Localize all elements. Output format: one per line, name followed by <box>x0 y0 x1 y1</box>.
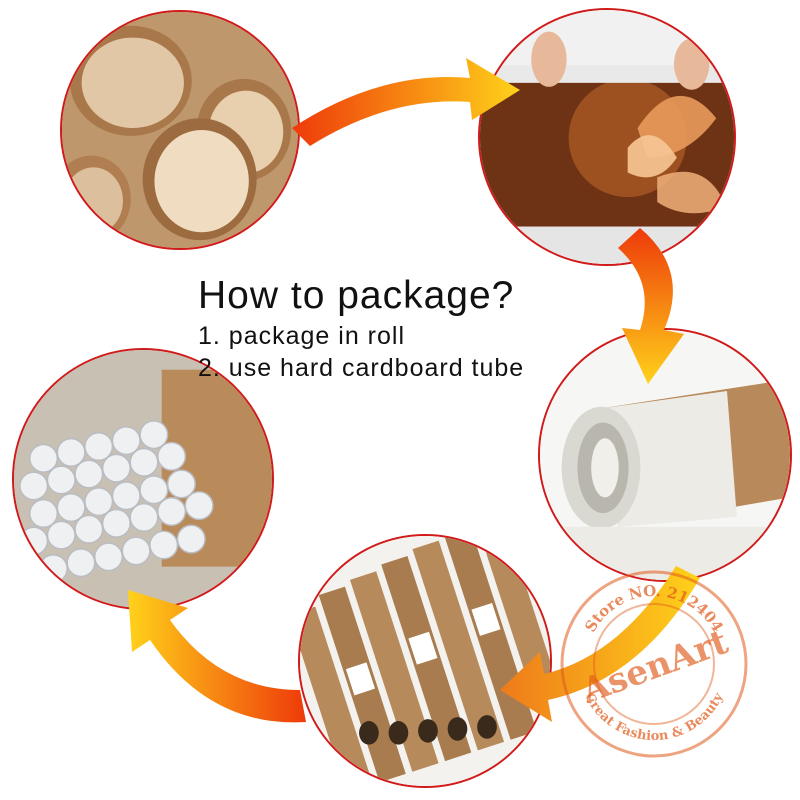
wrapped-rolls-icon <box>14 350 272 608</box>
stacked-tubes-photo <box>298 534 552 788</box>
packaging-instructions: How to package? 1. package in roll 2. us… <box>198 272 524 384</box>
page-title: How to package? <box>198 274 515 317</box>
rolled-canvas-icon <box>540 330 790 580</box>
wrapped-rolls-photo <box>12 348 274 610</box>
rolled-canvas-in-tube-photo <box>538 328 792 582</box>
step-2-text: 2. use hard cardboard tube <box>198 354 525 382</box>
canvas-print-icon <box>480 10 734 264</box>
cardboard-tubes-photo <box>60 10 300 250</box>
arrow-step-4 <box>128 590 306 723</box>
canvas-print-photo <box>478 8 736 266</box>
store-watermark-stamp: Store NO. 212404 Creat Fashion & Beauty … <box>560 570 748 758</box>
stacked-tubes-icon <box>300 536 550 786</box>
step-1-text: 1. package in roll <box>198 322 406 350</box>
cardboard-tubes-icon <box>62 12 298 248</box>
